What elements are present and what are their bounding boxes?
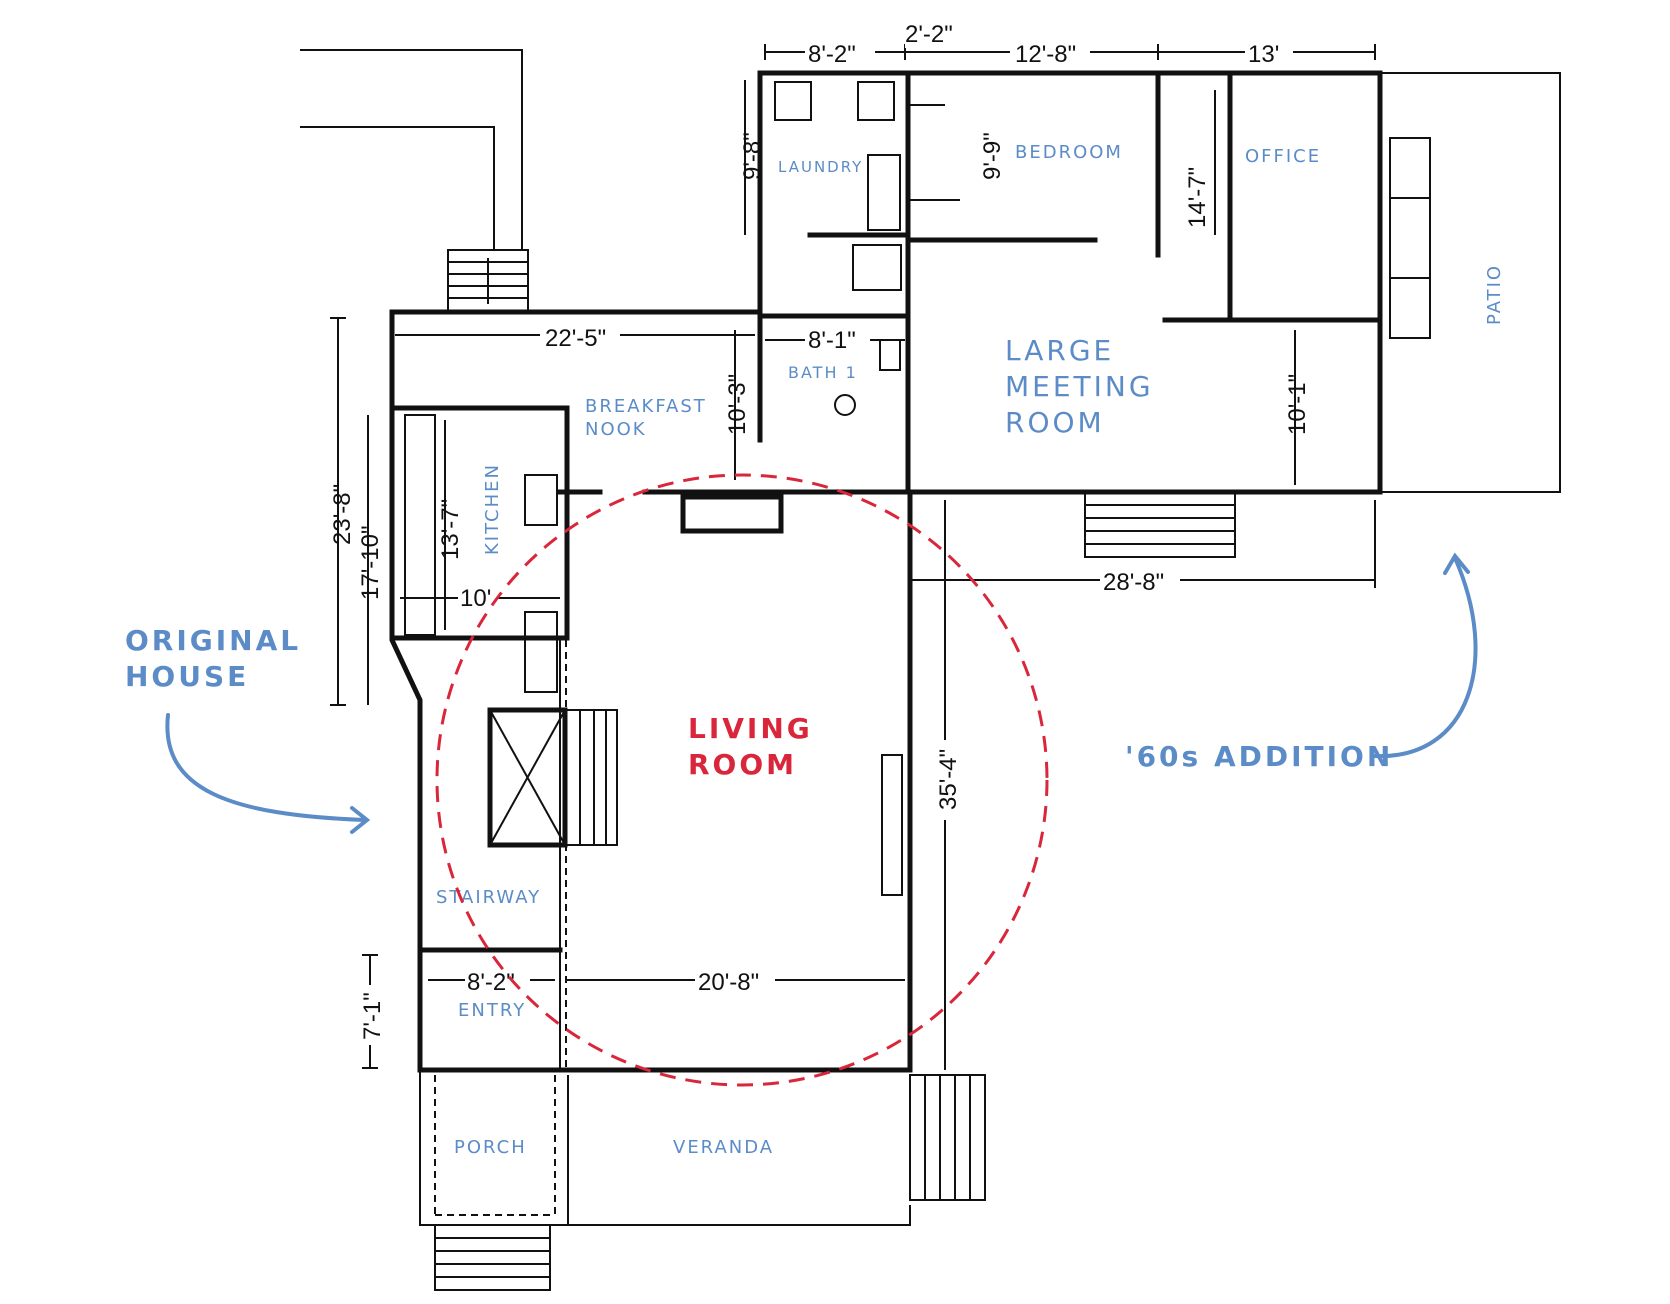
dim-top-2-2: 2'-2" <box>905 21 953 48</box>
dim-bedroom-9-9: 9'-9" <box>979 132 1006 180</box>
label-bath: BATH 1 <box>788 363 858 382</box>
dim-kitchen-10: 10' <box>460 585 491 612</box>
dim-left-23-8: 23'-8" <box>329 484 356 545</box>
annotation-original-2: HOUSE <box>125 660 249 693</box>
dim-kitchen-13-7: 13'-7" <box>437 499 464 560</box>
fixtures <box>404 81 960 896</box>
dim-top-12-8: 12'-8" <box>1015 41 1076 68</box>
dim-nook-10-3: 10'-3" <box>724 374 751 435</box>
label-living-1: LIVING <box>688 712 813 745</box>
label-veranda: VERANDA <box>673 1137 774 1158</box>
dim-bath-8-1: 8'-1" <box>808 327 856 354</box>
label-living-2: ROOM <box>688 748 797 781</box>
dim-living-20-8: 20'-8" <box>698 969 759 996</box>
dim-top-13: 13' <box>1248 41 1279 68</box>
dim-left-17-10: 17'-10" <box>357 526 384 600</box>
room-labels: LAUNDRY BEDROOM OFFICE PATIO BATH 1 LARG… <box>436 142 1505 1158</box>
annotations: ORIGINAL HOUSE '60s ADDITION <box>125 624 1393 773</box>
dim-laundry-9-8: 9'-8" <box>739 132 766 180</box>
dim-top-8-2: 8'-2" <box>808 41 856 68</box>
exterior-lines <box>300 49 523 250</box>
label-entry: ENTRY <box>458 1000 526 1021</box>
label-stairway: STAIRWAY <box>436 887 541 908</box>
label-office: OFFICE <box>1245 146 1321 167</box>
dim-entry-7-1: 7'-1" <box>359 992 386 1040</box>
annotation-addition: '60s ADDITION <box>1125 740 1393 773</box>
label-breakfast-1: BREAKFAST <box>585 396 707 417</box>
arrow-head-original <box>350 806 371 834</box>
label-bedroom: BEDROOM <box>1015 142 1123 163</box>
label-kitchen: KITCHEN <box>482 463 503 555</box>
front-steps <box>434 491 1236 1291</box>
label-meeting-1: LARGE <box>1005 334 1114 367</box>
arrow-head-addition <box>1443 552 1470 575</box>
dimension-labels: 8'-2" 2'-2" 12'-8" 13' 9'-8" 9'-9" 14'-7… <box>329 20 1311 1045</box>
dim-living-35-4: 35'-4" <box>935 749 962 810</box>
dim-office-14-7: 14'-7" <box>1184 167 1211 228</box>
back-stairs <box>447 249 529 313</box>
living-room-highlight <box>435 473 1049 1087</box>
label-patio: PATIO <box>1484 264 1505 325</box>
label-laundry: LAUNDRY <box>778 158 863 176</box>
dim-meeting-10-1: 10'-1" <box>1284 374 1311 435</box>
living-room-label: LIVING ROOM <box>688 712 813 781</box>
dim-addition-28-8: 28'-8" <box>1103 569 1164 596</box>
arrow-original-house <box>165 713 367 822</box>
label-meeting-2: MEETING <box>1005 370 1154 403</box>
annotation-original-1: ORIGINAL <box>125 624 301 657</box>
arrow-addition <box>1373 556 1478 759</box>
dim-nook-22-5: 22'-5" <box>545 325 606 352</box>
dim-entry-8-2: 8'-2" <box>467 969 515 996</box>
annotation-arrows <box>165 552 1478 834</box>
walls <box>389 70 1561 1226</box>
label-porch: PORCH <box>454 1137 527 1158</box>
label-breakfast-2: NOOK <box>585 419 647 440</box>
label-meeting-3: ROOM <box>1005 406 1105 439</box>
